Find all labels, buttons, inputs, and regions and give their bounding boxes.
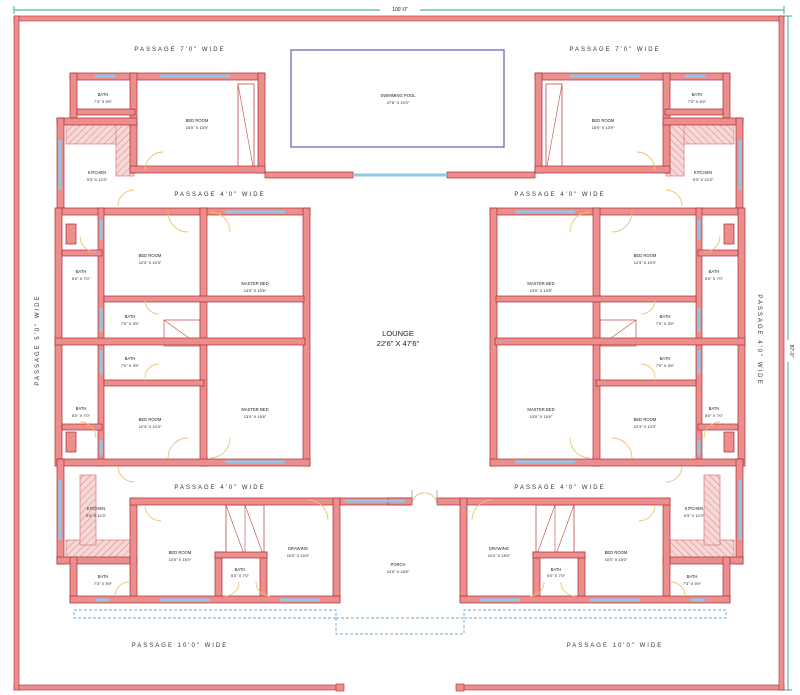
room-size-r2-master: 13'0" X 15'6" <box>530 414 553 419</box>
room-name-br-kitchen: KITCHEN <box>685 506 703 511</box>
room-name-bl-drawing: DRAWING <box>288 546 308 551</box>
room-size-r1-master: 13'0" X 15'6" <box>530 288 553 293</box>
room-name-r2-bed: BED ROOM <box>634 417 657 422</box>
room-name-r2-master: MASTER BED <box>527 407 554 412</box>
room-name-r1-bath: BATH <box>709 269 720 274</box>
room-name-l2-master: MASTER BED <box>241 407 268 412</box>
passage-inner-right-lower: PASSAGE 4'0" WIDE <box>514 485 605 491</box>
plot-boundary <box>13 15 785 692</box>
passage-labels: PASSAGE 7'0" WIDE PASSAGE 7'0" WIDE PASS… <box>35 47 762 649</box>
room-size-bl-bath-small: 5'0" X 7'0" <box>231 573 250 578</box>
room-name-tl-kitchen: KITCHEN <box>88 170 106 175</box>
room-size-br-bath-small: 5'0" X 7'0" <box>547 573 566 578</box>
room-name-l1-master: MASTER BED <box>241 281 268 286</box>
room-size-l2-bed: 12'3" X 10'3" <box>139 424 162 429</box>
passage-side-left: PASSAGE 5'0" WIDE <box>35 294 41 385</box>
room-name-tl-bed: BED ROOM <box>186 118 209 123</box>
dimension-lines: 100'-0" 87'-0" <box>13 5 794 691</box>
room-size-tr-bed: 15'0" X 13'9" <box>592 125 615 130</box>
room-size-l2-bath: 5'0" X 7'0" <box>72 413 91 418</box>
room-size-bl-bath: 7'3" X 5'9" <box>94 581 113 586</box>
room-name-br-bath-small: BATH <box>551 567 562 572</box>
lounge-size: 22'6" X 47'6" <box>377 339 420 348</box>
room-name-br-drawing: DRAWING <box>489 546 509 551</box>
room-name-r1-master: MASTER BED <box>527 281 554 286</box>
left-wing <box>54 72 465 635</box>
passage-bottom-right: PASSAGE 10'0" WIDE <box>567 643 664 649</box>
room-size-tl-bath: 7'3" X 5'9" <box>94 99 113 104</box>
passage-top-left: PASSAGE 7'0" WIDE <box>134 47 225 53</box>
central-connectors <box>264 171 536 506</box>
room-size-tl-bed: 15'0" X 13'9" <box>186 125 209 130</box>
overall-width-label: 100'-0" <box>392 7 408 13</box>
room-labels-right: BATH 7'3" X 5'9" BED ROOM 15'0" X 13'9" … <box>488 92 724 586</box>
porch-name: PORCH <box>390 562 405 567</box>
passage-inner-left-lower: PASSAGE 4'0" WIDE <box>174 485 265 491</box>
room-name-l2-bed: BED ROOM <box>139 417 162 422</box>
room-labels-left: BATH 7'3" X 5'9" BED ROOM 15'0" X 13'9" … <box>72 92 310 586</box>
room-size-l-bath-b: 7'0" X 3'9" <box>121 363 140 368</box>
room-size-br-bath: 7'3" X 5'9" <box>683 581 702 586</box>
room-size-tr-kitchen: 9'3" X 12'3" <box>693 177 714 182</box>
room-size-l1-bed: 12'3" X 10'3" <box>139 260 162 265</box>
room-name-l-bath-b: BATH <box>125 356 136 361</box>
room-size-l2-master: 13'0" X 15'6" <box>244 414 267 419</box>
room-name-br-bed: BED ROOM <box>605 550 628 555</box>
room-size-l-bath-a: 7'0" X 3'9" <box>121 321 140 326</box>
overall-depth-label: 87'-0" <box>788 345 794 358</box>
room-name-tr-bed: BED ROOM <box>592 118 615 123</box>
room-size-r1-bed: 12'3" X 10'3" <box>634 260 657 265</box>
room-name-r1-bed: BED ROOM <box>634 253 657 258</box>
passage-inner-left-upper: PASSAGE 4'0" WIDE <box>174 192 265 198</box>
room-name-tl-bath: BATH <box>98 92 109 97</box>
room-size-br-kitchen: 9'3" X 12'3" <box>684 513 705 518</box>
center-labels: LOUNGE 22'6" X 47'6" PORCH 14'0" X 18'9" <box>377 329 420 574</box>
room-size-bl-bed: 10'0" X 15'0" <box>169 557 192 562</box>
room-name-tr-bath: BATH <box>692 92 703 97</box>
room-name-br-bath: BATH <box>687 574 698 579</box>
room-size-br-drawing: 10'0" X 15'0" <box>488 553 511 558</box>
pool-size: 27'6" X 10'0" <box>387 100 410 105</box>
room-name-r2-bath: BATH <box>709 406 720 411</box>
porch-size: 14'0" X 18'9" <box>387 569 410 574</box>
right-wing <box>459 72 746 619</box>
room-name-l2-bath: BATH <box>76 406 87 411</box>
room-name-r-bath-b: BATH <box>660 356 671 361</box>
room-size-br-bed: 10'0" X 15'0" <box>605 557 628 562</box>
room-name-tr-kitchen: KITCHEN <box>694 170 712 175</box>
room-name-bl-bath: BATH <box>98 574 109 579</box>
room-name-l1-bath: BATH <box>76 269 87 274</box>
room-size-r1-bath: 5'0" X 7'0" <box>705 276 724 281</box>
room-size-r-bath-b: 7'0" X 3'9" <box>656 363 675 368</box>
room-size-l1-bath: 5'0" X 7'0" <box>72 276 91 281</box>
room-name-bl-bed: BED ROOM <box>169 550 192 555</box>
passage-top-right: PASSAGE 7'0" WIDE <box>569 47 660 53</box>
swimming-pool: SWIMMING POOL 27'6" X 10'0" <box>290 49 505 148</box>
room-name-r-bath-a: BATH <box>660 314 671 319</box>
room-name-bl-kitchen: KITCHEN <box>87 506 105 511</box>
passage-side-right: PASSAGE 4'0" WIDE <box>756 294 762 385</box>
room-size-bl-drawing: 10'0" X 15'0" <box>287 553 310 558</box>
room-name-l-bath-a: BATH <box>125 314 136 319</box>
room-size-bl-kitchen: 9'3" X 12'3" <box>86 513 107 518</box>
passage-bottom-left: PASSAGE 10'0" WIDE <box>132 643 229 649</box>
room-size-l1-master: 13'0" X 15'6" <box>244 288 267 293</box>
passage-inner-right-upper: PASSAGE 4'0" WIDE <box>514 192 605 198</box>
room-size-tr-bath: 7'3" X 5'9" <box>688 99 707 104</box>
room-size-r2-bed: 12'3" X 10'3" <box>634 424 657 429</box>
room-size-tl-kitchen: 9'3" X 12'3" <box>87 177 108 182</box>
room-name-l1-bed: BED ROOM <box>139 253 162 258</box>
pool-name: SWIMMING POOL <box>380 93 416 98</box>
room-size-r2-bath: 5'0" X 7'0" <box>705 413 724 418</box>
room-size-r-bath-a: 7'0" X 3'9" <box>656 321 675 326</box>
lounge-name: LOUNGE <box>382 329 414 338</box>
room-name-bl-bath-small: BATH <box>235 567 246 572</box>
